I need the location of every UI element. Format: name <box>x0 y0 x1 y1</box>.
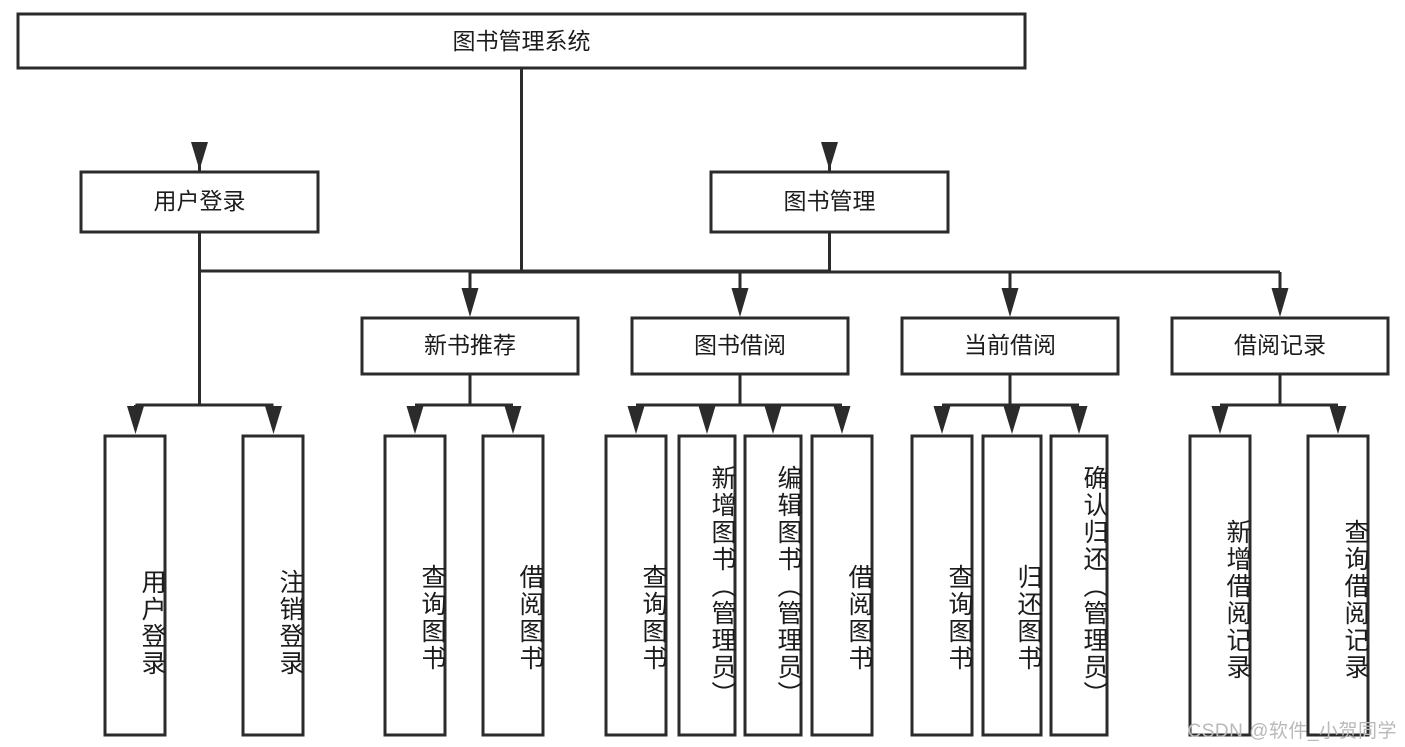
node-current-borrow-label: 当前借阅 <box>964 332 1056 358</box>
node-book-borrow-label: 图书借阅 <box>694 332 786 358</box>
leaf-box-borrow-book-2[interactable] <box>810 434 874 737</box>
arrowhead-user-login-child-2 <box>265 406 282 434</box>
leaf-box-user-login[interactable] <box>103 434 167 737</box>
leaf-box-query-record[interactable] <box>1306 434 1370 737</box>
leaf-box-query-book-2[interactable] <box>604 434 668 737</box>
node-root-box[interactable] <box>16 12 1027 70</box>
connector-layer <box>127 68 1347 434</box>
arrowhead-newbook-child-1 <box>406 406 424 434</box>
node-user-login-box[interactable] <box>79 170 320 234</box>
arrowhead-bm-child-3 <box>1001 288 1019 317</box>
leaf-box-query-book-1[interactable] <box>383 434 447 737</box>
node-root[interactable]: 图书管理系统 <box>16 12 1027 70</box>
node-new-book-recommend-label: 新书推荐 <box>424 332 516 358</box>
arrowhead-borrow-child-4 <box>833 406 851 434</box>
node-user-login[interactable]: 用户登录 <box>79 170 320 234</box>
node-book-management-box[interactable] <box>709 170 950 234</box>
watermark-text: CSDN @软件_小贺同学 <box>1187 721 1397 742</box>
leaf-box-add-record[interactable] <box>1188 434 1252 737</box>
node-book-borrow[interactable]: 图书借阅 <box>630 316 850 376</box>
node-new-book-recommend-box[interactable] <box>360 316 580 376</box>
leaf-box-return-book[interactable] <box>981 434 1043 737</box>
node-current-borrow[interactable]: 当前借阅 <box>900 316 1120 376</box>
arrowhead-user-login-child-1 <box>127 406 144 434</box>
node-book-management[interactable]: 图书管理 <box>709 170 950 234</box>
arrowhead-newbook-child-2 <box>504 406 522 434</box>
leaf-box-query-book-3[interactable] <box>910 434 974 737</box>
leaf-box-logout[interactable] <box>241 434 305 737</box>
node-root-label: 图书管理系统 <box>453 28 591 54</box>
arrowhead-current-child-1 <box>933 406 951 434</box>
node-borrow-record-box[interactable] <box>1170 316 1390 376</box>
leaf-box-confirm-return[interactable] <box>1049 434 1109 737</box>
arrowhead-bm-child-1 <box>461 288 479 317</box>
arrowhead-bm-child-4 <box>1271 288 1289 317</box>
node-borrow-record-label: 借阅记录 <box>1234 332 1326 358</box>
arrowhead-current-child-2 <box>1003 406 1021 434</box>
arrowhead-record-child-1 <box>1211 406 1229 434</box>
arrowhead-borrow-child-1 <box>627 406 645 434</box>
node-user-login-label: 用户登录 <box>154 188 246 214</box>
node-new-book-recommend[interactable]: 新书推荐 <box>360 316 580 376</box>
arrowhead-borrow-child-2 <box>698 406 716 434</box>
node-book-borrow-box[interactable] <box>630 316 850 376</box>
leaf-box-edit-book[interactable] <box>743 434 803 737</box>
node-current-borrow-box[interactable] <box>900 316 1120 376</box>
leaf-box-add-book[interactable] <box>677 434 737 737</box>
leaf-box-borrow-book-1[interactable] <box>481 434 545 737</box>
node-book-management-label: 图书管理 <box>784 188 876 214</box>
leaf-box-layer <box>103 434 1370 737</box>
node-borrow-record[interactable]: 借阅记录 <box>1170 316 1390 376</box>
arrowhead-borrow-child-3 <box>764 406 782 434</box>
arrowhead-record-child-2 <box>1329 406 1347 434</box>
arrowhead-bm-child-2 <box>731 288 749 317</box>
arrowhead-root-to-book-management <box>821 142 838 170</box>
arrowhead-current-child-3 <box>1070 406 1088 434</box>
